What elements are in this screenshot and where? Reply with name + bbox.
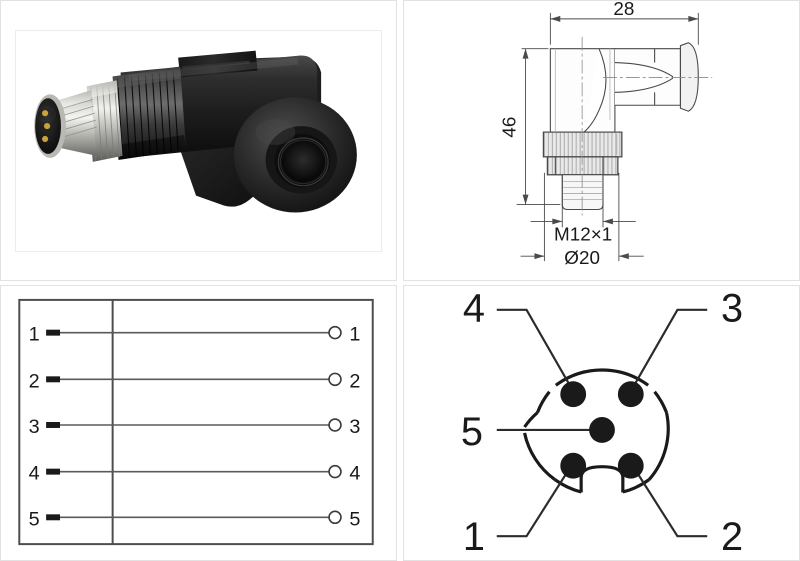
wire-left-terminal (46, 376, 61, 383)
barrel-highlight (128, 57, 299, 82)
dimension-label-m12x1: M12×1 (554, 223, 612, 244)
dimension-length-46 (516, 48, 561, 205)
mating-face (34, 94, 66, 158)
wire-right-label: 5 (349, 508, 360, 530)
cable-gland-bore (282, 141, 325, 182)
connector-outline-group (542, 42, 699, 211)
centerlines (581, 36, 713, 216)
keyway-notch (579, 465, 625, 493)
product-label-text-line (182, 60, 250, 70)
wiring-rows: 1 1 2 2 3 (29, 324, 361, 531)
wiring-diagram-illustration: 1 1 2 2 3 (18, 298, 374, 546)
contact-pin (42, 135, 49, 143)
leader-pin-1 (496, 462, 575, 538)
wire-right-label: 4 (349, 463, 360, 485)
wire-left-label: 2 (29, 370, 40, 392)
pin-dot-4 (560, 381, 587, 408)
leader-pin-3 (629, 308, 708, 392)
contact-pin (42, 110, 49, 117)
wiring-row: 2 2 (29, 370, 361, 392)
dimension-label-diameter20: Ø20 (564, 247, 600, 268)
product-photo-illustration (34, 50, 357, 213)
wire-left-label: 5 (29, 508, 40, 530)
pin-label-5: 5 (461, 410, 483, 454)
wire-left-label: 1 (29, 324, 40, 346)
pin-leaders (496, 308, 708, 538)
pin-label-3: 3 (721, 287, 743, 331)
leader-pin-2 (629, 462, 708, 538)
pin-label-1: 1 (463, 515, 485, 559)
panel-dimension-drawing: 28 46 M12×1 (403, 0, 800, 281)
wire-right-terminal (328, 418, 342, 432)
photo-inner-frame (15, 30, 382, 252)
pin-layout-illustration: 4 3 5 1 2 (461, 287, 743, 559)
wire-left-terminal (46, 468, 61, 475)
pin-dot-1 (560, 452, 587, 479)
wire-left-label: 3 (29, 416, 40, 438)
wiring-frame (18, 298, 374, 546)
wire-right-terminal (328, 372, 342, 387)
dimension-drawing-illustration: 28 46 M12×1 (499, 1, 713, 268)
dimension-diameter-20 (520, 172, 644, 262)
wire-right-terminal (328, 510, 342, 525)
dimension-width-28 (549, 12, 699, 45)
gland-highlight (255, 119, 296, 145)
panel-product-photo (0, 0, 397, 281)
wiring-row: 1 1 (29, 324, 361, 346)
wiring-row: 3 3 (29, 416, 361, 438)
pin-label-2: 2 (721, 515, 743, 559)
dimension-label-46: 46 (499, 117, 520, 138)
cable-gland-knurl (277, 137, 329, 187)
wiring-row: 4 4 (29, 463, 361, 485)
wiring-row: 5 5 (29, 508, 361, 530)
wire-left-terminal (46, 329, 61, 336)
pin-dot-2 (617, 452, 644, 479)
wire-right-label: 3 (349, 416, 360, 438)
wire-left-label: 4 (29, 463, 40, 485)
wire-right-label: 1 (349, 324, 360, 346)
pin-dot-3 (617, 381, 644, 408)
contact-pin (44, 123, 51, 130)
wire-left-terminal (46, 514, 61, 521)
dimension-label-28: 28 (613, 1, 634, 19)
wire-right-label: 2 (349, 370, 360, 392)
contact-pins (560, 381, 644, 479)
connector-photo-group (34, 50, 357, 213)
wire-right-terminal (328, 325, 342, 340)
pin-label-4: 4 (463, 287, 485, 331)
wire-right-terminal (328, 464, 342, 479)
panel-wiring-diagram: 1 1 2 2 3 (0, 285, 397, 561)
pin-dot-5 (589, 417, 615, 443)
dimension-thread-m12 (530, 174, 636, 228)
wire-left-terminal (46, 422, 61, 428)
leader-pin-4 (496, 308, 575, 392)
panel-pin-layout: 4 3 5 1 2 (403, 285, 800, 561)
knurled-coupling-ring (112, 66, 187, 160)
